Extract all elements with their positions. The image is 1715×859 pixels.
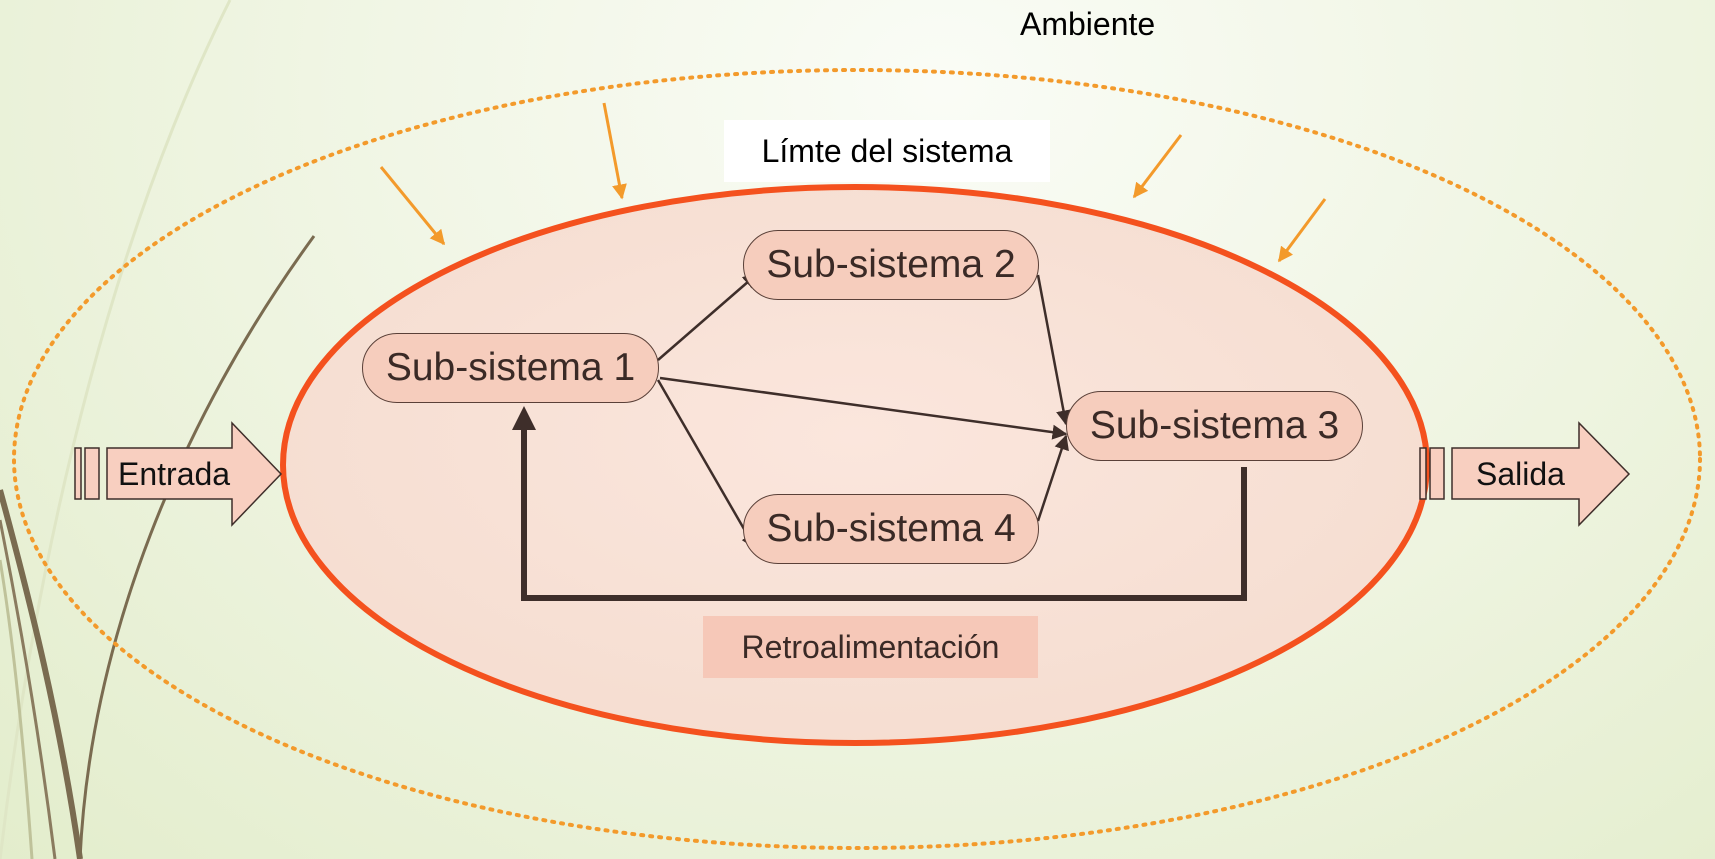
environment-label: Ambiente <box>1020 6 1156 42</box>
subsystem-connections <box>656 273 1071 550</box>
input-label: Entrada <box>118 456 231 492</box>
output-label: Salida <box>1476 456 1565 492</box>
input-arrow <box>74 421 283 527</box>
system-boundary-label: Límte del sistema <box>724 120 1050 182</box>
output-arrow <box>1419 421 1631 527</box>
edge-s1-s2 <box>657 273 759 361</box>
subsystem-1-node: Sub-sistema 1 <box>362 333 659 403</box>
subsystem-4-node: Sub-sistema 4 <box>743 494 1039 564</box>
environment-boundary <box>12 68 1702 850</box>
feedback-label: Retroalimentación <box>703 616 1038 678</box>
subsystem-2-node: Sub-sistema 2 <box>743 230 1039 300</box>
edge-s2-s3 <box>1036 274 1071 426</box>
feedback-loop <box>512 406 1247 601</box>
subsystem-3-node: Sub-sistema 3 <box>1066 391 1363 461</box>
decorative-strokes <box>0 0 316 859</box>
edge-s1-s4 <box>656 379 757 550</box>
environment-influence-arrows <box>379 102 1327 263</box>
system-boundary-ellipse <box>280 184 1430 746</box>
edge-s1-s3 <box>659 376 1068 440</box>
edge-s4-s3 <box>1036 434 1069 522</box>
